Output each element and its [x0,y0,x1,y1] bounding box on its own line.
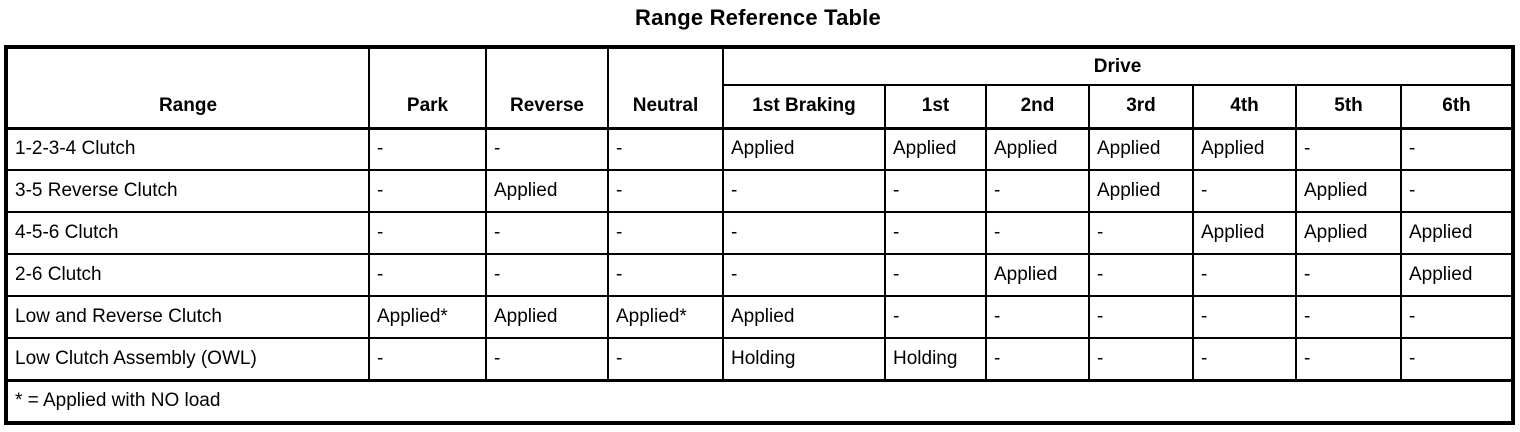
value-cell: Applied [884,127,987,171]
value-cell: - [368,337,487,381]
column-header-5th: 5th [1295,84,1402,130]
value-cell: - [1399,169,1515,213]
value-cell: Applied [1088,127,1194,171]
column-header-range: Range [5,46,370,130]
value-cell: - [884,211,987,255]
value-cell: - [985,295,1090,339]
column-group-drive: Drive [721,46,1515,86]
value-cell: - [485,253,609,297]
value-cell: - [368,169,487,213]
header-row-top: Range Park Reverse Neutral Drive [5,46,1515,130]
column-header-neutral: Neutral [607,46,724,130]
table-row: 2-6 Clutch-----Applied---Applied [5,253,1515,297]
value-cell: - [1192,337,1297,381]
value-cell: - [368,211,487,255]
value-cell: - [1399,127,1515,171]
value-cell: Holding [884,337,987,381]
value-cell: - [1399,337,1515,381]
value-cell: - [607,337,724,381]
value-cell: - [1295,127,1402,171]
value-cell: - [1192,169,1297,213]
value-cell: - [1088,337,1194,381]
header-row-drive-gears: 1st Braking 1st 2nd 3rd 4th 5th 6th [6,84,1515,130]
value-cell: - [485,127,609,171]
value-cell: - [985,169,1090,213]
value-cell: Applied [985,127,1090,171]
column-header-reverse: Reverse [485,46,609,130]
value-cell: - [1295,295,1402,339]
value-cell: - [1088,295,1194,339]
value-cell: - [1088,253,1194,297]
value-cell: - [1295,253,1402,297]
value-cell: - [485,211,609,255]
value-cell: Applied [722,127,886,171]
value-cell: - [1295,337,1402,381]
value-cell: Applied [1088,169,1194,213]
range-cell: Low and Reverse Clutch [5,295,370,339]
value-cell: - [368,253,487,297]
value-cell: Applied [1399,211,1515,255]
value-cell: Applied [722,295,886,339]
value-cell: - [607,127,724,171]
footnote: * = Applied with NO load [4,378,1515,424]
value-cell: - [985,211,1090,255]
value-cell: - [607,169,724,213]
range-cell: 1-2-3-4 Clutch [5,127,370,171]
value-cell: - [607,253,724,297]
value-cell: - [1399,295,1515,339]
value-cell: - [485,337,609,381]
column-header-1st-braking: 1st Braking [722,84,886,130]
column-header-2nd: 2nd [985,84,1090,130]
range-reference-table: Range Park Reverse Neutral Drive 1st Bra… [4,45,1516,425]
value-cell: - [368,127,487,171]
range-cell: 2-6 Clutch [5,253,370,297]
value-cell: - [884,295,987,339]
value-cell: - [722,169,886,213]
page-title: Range Reference Table [635,5,881,30]
value-cell: Applied [1192,127,1297,171]
footnote-row: * = Applied with NO load [4,378,1515,424]
column-header-park: Park [368,46,487,130]
value-cell: - [1088,211,1194,255]
value-cell: - [722,211,886,255]
table-row: 3-5 Reverse Clutch-Applied----Applied-Ap… [5,169,1515,213]
value-cell: Applied [1192,211,1297,255]
value-cell: Applied* [607,295,724,339]
value-cell: - [607,211,724,255]
value-cell: - [985,337,1090,381]
value-cell: - [1192,253,1297,297]
value-cell: - [884,169,987,213]
value-cell: Applied [485,169,609,213]
value-cell: - [1192,295,1297,339]
column-header-1st: 1st [884,84,987,130]
value-cell: Applied [1295,211,1402,255]
value-cell: Holding [722,337,886,381]
value-cell: Applied* [368,295,487,339]
range-cell: Low Clutch Assembly (OWL) [5,337,370,381]
value-cell: Applied [1295,169,1402,213]
value-cell: Applied [985,253,1090,297]
column-header-4th: 4th [1192,84,1297,130]
column-header-3rd: 3rd [1088,84,1194,130]
column-header-6th: 6th [1399,84,1515,130]
value-cell: Applied [485,295,609,339]
value-cell: - [722,253,886,297]
value-cell: Applied [1399,253,1515,297]
range-cell: 4-5-6 Clutch [5,211,370,255]
value-cell: - [884,253,987,297]
range-cell: 3-5 Reverse Clutch [5,169,370,213]
